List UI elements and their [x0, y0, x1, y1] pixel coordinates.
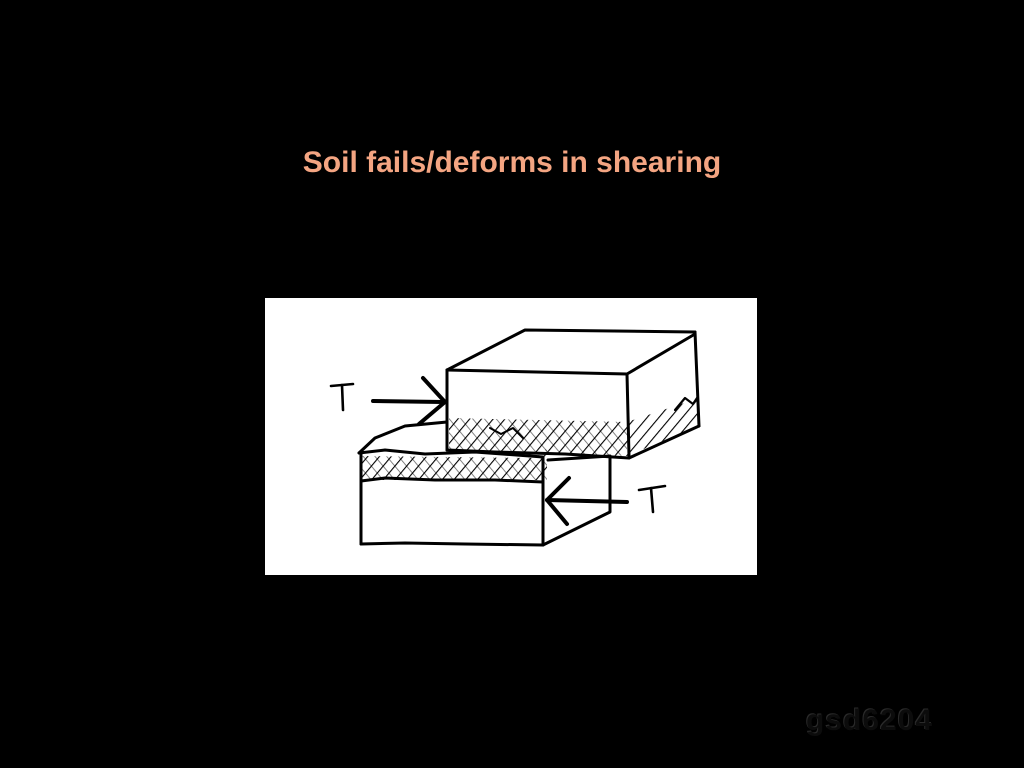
lower-block	[357, 420, 612, 547]
left-force-arrow	[371, 376, 447, 426]
upper-block	[445, 328, 701, 460]
right-force-arrow	[545, 476, 629, 526]
shear-sketch-svg: T T	[329, 328, 701, 547]
left-force-label	[329, 382, 355, 412]
slide-title: Soil fails/deforms in shearing	[302, 146, 722, 179]
right-force-label	[637, 484, 667, 514]
watermark: gsd6204	[806, 704, 934, 737]
shear-sketch-figure: T T	[265, 298, 757, 575]
